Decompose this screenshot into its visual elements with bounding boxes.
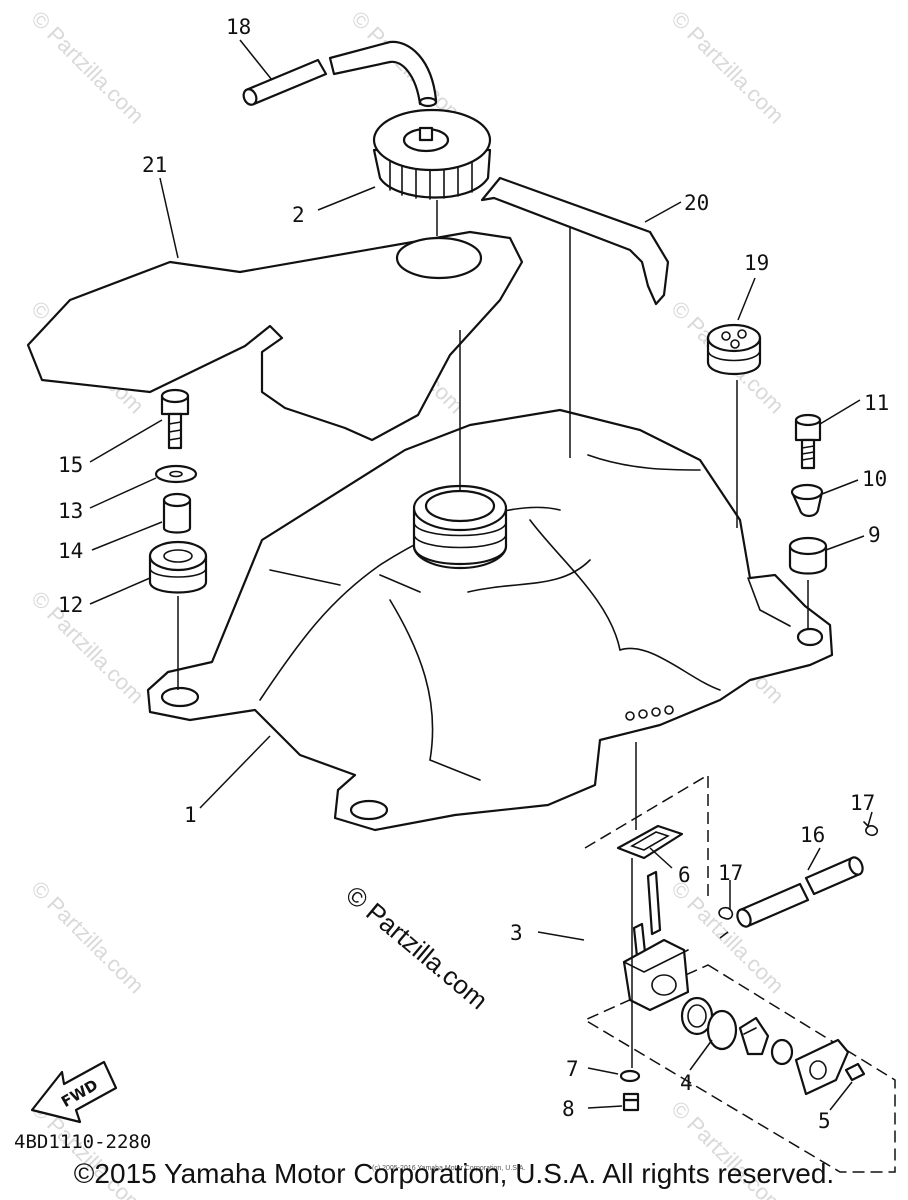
callout-16: 16 bbox=[800, 823, 825, 847]
callout-4: 4 bbox=[680, 1071, 693, 1095]
bolt-part-11 bbox=[794, 413, 822, 470]
watermark: © Partzilla.com bbox=[26, 876, 149, 999]
protector-part-20 bbox=[480, 176, 670, 306]
callout-18: 18 bbox=[226, 15, 251, 39]
vent-hose-part-18 bbox=[242, 40, 438, 108]
damper-part-12 bbox=[148, 540, 208, 594]
watermark: © Partzilla.com bbox=[666, 6, 789, 129]
small-copyright: (c) 2005-2016 Yamaha Motor Corporation, … bbox=[372, 1165, 525, 1172]
callout-10: 10 bbox=[862, 467, 887, 491]
bolt-part-15 bbox=[160, 388, 190, 450]
filler-opening-hole bbox=[395, 236, 483, 280]
callout-20: 20 bbox=[684, 191, 709, 215]
callout-1: 1 bbox=[184, 803, 197, 827]
fuel-tank-part-1 bbox=[146, 408, 834, 832]
clip-part-17-lower bbox=[718, 906, 734, 920]
callout-9: 9 bbox=[868, 523, 881, 547]
callout-5: 5 bbox=[818, 1109, 831, 1133]
callout-8: 8 bbox=[562, 1097, 575, 1121]
drawing-code: 4BD1110-2280 bbox=[14, 1131, 151, 1153]
callout-17-upper: 17 bbox=[850, 791, 875, 815]
fwd-arrow-icon: FWD bbox=[30, 1060, 118, 1124]
fuel-cock-assembly-boundary bbox=[583, 773, 896, 1173]
watermark: © Partzilla.com bbox=[26, 6, 149, 129]
collar-part-14 bbox=[162, 492, 192, 534]
damper-part-19 bbox=[706, 323, 762, 376]
callout-15: 15 bbox=[58, 453, 83, 477]
clip-part-17-upper bbox=[863, 821, 879, 837]
assembly-lines bbox=[177, 200, 809, 1068]
fuel-cap-part-2 bbox=[372, 108, 492, 200]
grommet-part-9 bbox=[788, 536, 828, 575]
callout-2: 2 bbox=[292, 203, 305, 227]
callout-numbers: 18 2 21 20 19 11 10 9 15 13 14 12 1 6 17… bbox=[58, 15, 889, 1133]
washer-part-7 bbox=[619, 1069, 641, 1083]
leader-lines bbox=[89, 39, 873, 1111]
washer-part-13 bbox=[154, 464, 198, 484]
callout-11: 11 bbox=[864, 391, 889, 415]
fuel-hose-part-16 bbox=[736, 856, 864, 928]
callout-7: 7 bbox=[566, 1057, 579, 1081]
fuel-cock-body bbox=[622, 870, 850, 1096]
callout-19: 19 bbox=[744, 251, 769, 275]
copyright-notice: ©2015 Yamaha Motor Corporation, U.S.A. A… bbox=[73, 1158, 835, 1189]
watermark: © Partzilla.com bbox=[26, 586, 149, 709]
collar-part-10 bbox=[790, 483, 824, 518]
callout-14: 14 bbox=[58, 539, 83, 563]
watermark-center: © Partzilla.com bbox=[340, 880, 493, 1016]
drain-bolt-part-8 bbox=[622, 1092, 640, 1112]
callout-13: 13 bbox=[58, 499, 83, 523]
callout-12: 12 bbox=[58, 593, 83, 617]
callout-3: 3 bbox=[510, 921, 523, 945]
screw-part-5 bbox=[844, 1062, 866, 1082]
callout-6: 6 bbox=[678, 863, 691, 887]
callout-17-lower: 17 bbox=[718, 861, 743, 885]
gasket-part-6 bbox=[616, 824, 684, 860]
pad-part-21 bbox=[26, 230, 524, 442]
callout-21: 21 bbox=[142, 153, 167, 177]
